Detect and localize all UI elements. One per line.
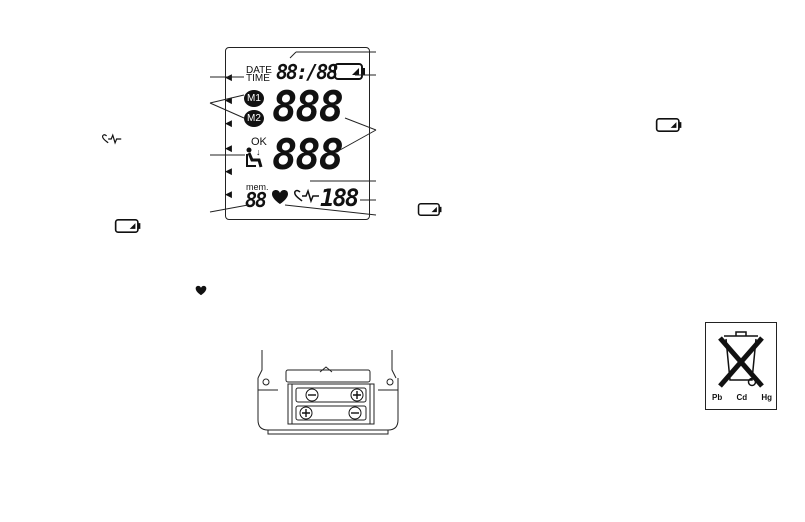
arrow-left-icon: ◀: [225, 95, 232, 105]
crossed-bin-icon: [718, 331, 764, 388]
m1-badge: M1: [244, 90, 264, 107]
ok-label: OK: [251, 136, 267, 148]
arrow-left-icon: ◀: [225, 166, 232, 176]
memory-label: mem.: [246, 182, 269, 192]
irregular-heartbeat-icon: [294, 188, 319, 204]
battery-icon: [114, 219, 141, 233]
mercury-label: Hg: [761, 393, 772, 402]
seated-person-icon: [246, 147, 263, 168]
heart-icon: [195, 285, 207, 296]
datetime-digits: 88:/88: [276, 60, 338, 84]
systolic-digits: 888: [272, 82, 344, 131]
memory-digits: 88: [245, 188, 267, 212]
battery-icon: [334, 63, 365, 80]
battery-compartment-illustration: [257, 350, 399, 435]
diastolic-digits: 888: [272, 130, 344, 179]
battery-icon: [655, 118, 682, 132]
time-label: TIME: [246, 73, 270, 84]
battery-icon: [417, 203, 442, 216]
lead-label: Pb: [712, 393, 723, 402]
heart-icon: [272, 190, 288, 204]
cadmium-label: Cd: [736, 393, 748, 402]
irregular-heartbeat-icon: [102, 133, 122, 145]
pulse-digits: 188: [320, 184, 359, 212]
date-label: DATE: [246, 65, 272, 76]
crossed-bin-symbol: Pb Cd Hg: [705, 322, 777, 410]
m2-badge: M2: [244, 110, 264, 127]
arrow-left-icon: ◀: [225, 189, 232, 199]
down-arrow-icon: ↓: [256, 147, 261, 157]
arrow-left-icon: ◀: [225, 143, 232, 153]
arrow-left-icon: ◀: [225, 118, 232, 128]
